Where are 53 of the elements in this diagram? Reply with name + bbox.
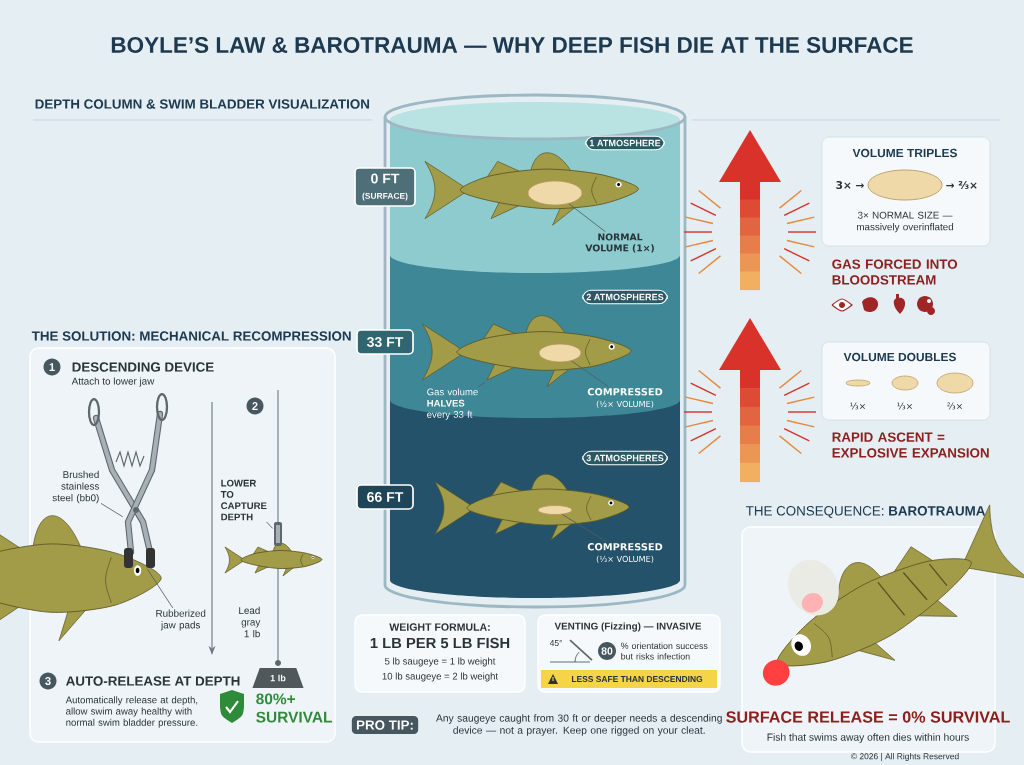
depth-tag: 66 FT [356,484,414,510]
callout-text: COMPRESSED (⅓× VOLUME) [587,543,663,563]
warning-banner: LESS SAFE THAN DESCENDING [541,670,718,688]
leader-line [561,514,607,542]
step-text: Attach to lower jaw [71,377,155,387]
callout-text: Brushed stainless steel (bb0) [52,470,99,504]
title: BOYLE’S LAW & BAROTRAUMA — WHY DEEP FISH DIE AT THE SURFACE [111,37,913,53]
clamp-drawing [274,522,282,546]
tip-badge: PRO TIP: [351,716,419,734]
pressure-pill: 2 ATMOSPHERES [582,289,668,305]
node-label: VENTING (Fizzing) — INVASIVE [554,622,702,632]
step-title: AUTO-RELEASE AT DEPTH [66,676,240,686]
info-card: VOLUME TRIPLES 3× → → ⅔× 3× NORMAL SIZE — massively overinflated [821,136,991,247]
step-text: Automatically release at depth, allow swim away healthy with normal swim bladder pressure. [65,696,198,728]
callout-text: Lead gray 1 lb [239,606,261,638]
leader-line [568,203,606,233]
node-label: 45° [549,640,562,646]
callout-text: COMPRESSED (½× VOLUME) [587,388,663,408]
section-heading: DEPTH COLUMN & SWIM BLADDER VISUALIZATION [35,99,369,109]
pressure-pill: 1 ATMOSPHERE [585,135,665,151]
section-heading: THE CONSEQUENCE: BAROTRAUMA [746,506,986,518]
callout-text: LOWER TO CAPTURE DEPTH [220,479,267,521]
step-number: 1 [43,358,61,376]
caption-text: Fish that swims away often dies within hours [767,733,969,743]
swim-bladder [527,180,583,206]
depth-tag: 0 FT (SURFACE) [354,167,416,207]
callout-text: Gas volume HALVES every 33 ft [427,388,478,420]
node-label: % orientation success but risks infection [621,642,708,660]
info-card: WEIGHT FORMULA: 1 LB PER 5 LB FISH 5 lb saugeye = 1 lb weight 10 lb saugeye = 2 lb weight [354,614,526,693]
leader-line [266,521,274,529]
pressure-pill: 3 ATMOSPHERES [582,450,668,466]
percent-badge: 80 [598,642,616,660]
callout-text: NORMAL VOLUME (1×) [585,233,654,253]
info-card: VOLUME DOUBLES ⅓× ⅓× ⅔× [821,341,991,421]
warning-text: SURFACE RELEASE = 0% SURVIVAL [726,711,1010,723]
fish-drawing [422,315,632,387]
step-number: 2 [246,397,264,415]
jaw-pads-drawing [124,548,155,568]
survival-text: 80%+ SURVIVAL [256,693,332,723]
leader-line [147,568,174,609]
callout-text: Rubberized jaw pads [156,609,206,631]
leader-line [571,360,609,387]
leader-line [100,503,124,518]
weight-drawing: 1 lb [252,660,304,688]
step-title: DESCENDING DEVICE [72,362,214,372]
swim-bladder [537,505,573,515]
section-heading: THE SOLUTION: MECHANICAL RECOMPRESSION [31,331,351,341]
leader-line [478,381,486,387]
tip-text: Any saugeye caught from 30 ft or deeper needs a descending device — not a prayer. Keep one rigged on your cleat. [436,714,722,736]
depth-tag: 33 FT [356,329,414,355]
step-number: 3 [39,672,57,690]
callout-text: GAS FORCED INTO BLOODSTREAM [832,259,958,285]
swim-bladder [538,343,582,363]
